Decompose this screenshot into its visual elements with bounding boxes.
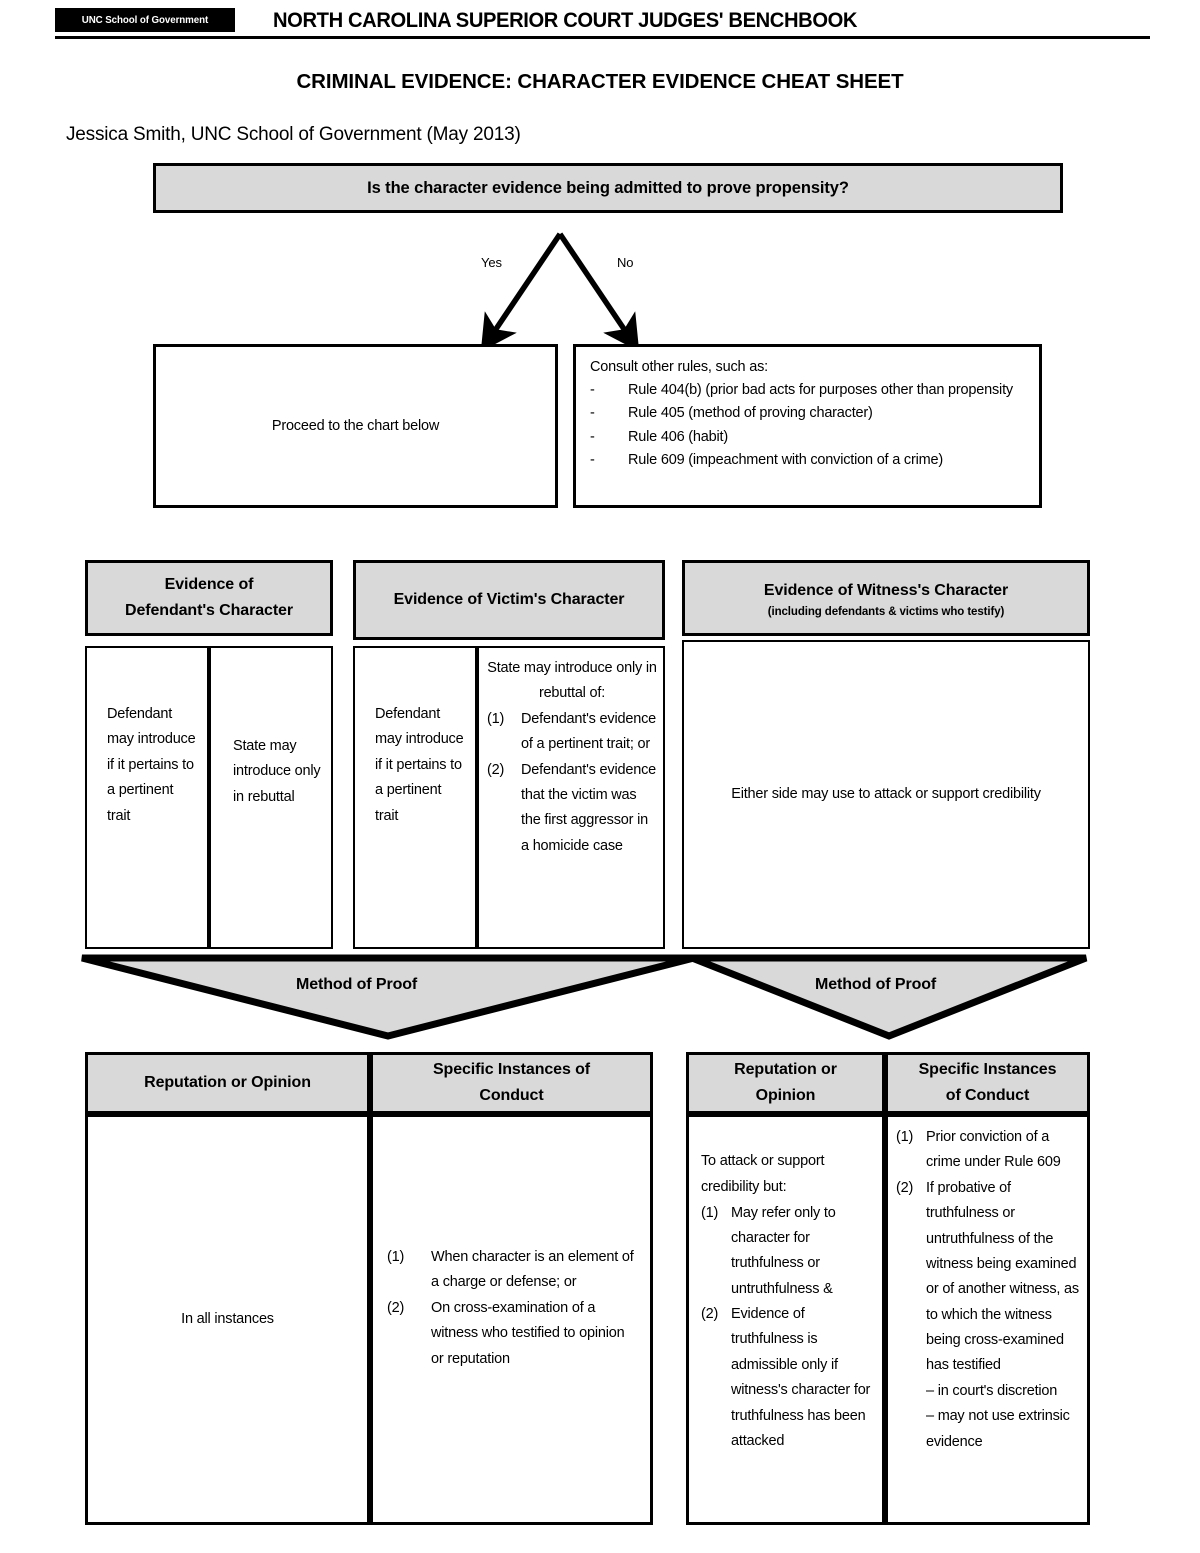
consult-rule-item: - Rule 404(b) (prior bad acts for purpos…: [590, 379, 1029, 402]
list-item: (1) When character is an element of a ch…: [387, 1245, 640, 1296]
list-marker-empty: [896, 1379, 926, 1404]
bullet-dash-icon: -: [590, 382, 595, 398]
benchbook-title: NORTH CAROLINA SUPERIOR COURT JUDGES' BE…: [273, 9, 858, 32]
left-reputation-opinion-header-text: Reputation or Opinion: [144, 1074, 311, 1092]
unc-sog-logo-text: UNC School of Government: [81, 14, 209, 26]
right-reputation-opinion-header-line2: Opinion: [755, 1087, 816, 1104]
right-specific-instances-cell: (1) Prior conviction of a crime under Ru…: [885, 1114, 1090, 1525]
list-marker: (2): [701, 1306, 719, 1323]
consult-rule-item: - Rule 405 (method of proving character): [590, 402, 1029, 425]
list-item-dash: – may not use extrinsic evidence: [896, 1404, 1081, 1455]
victim-defendant-may-introduce-cell: Defendant may introduce if it pertains t…: [353, 646, 477, 949]
right-reputation-opinion-cell: To attack or support credibility but: (1…: [686, 1114, 885, 1525]
method-of-proof-label-left: Method of Proof: [296, 976, 418, 993]
right-specific-instances-header-line1: Specific Instances: [918, 1061, 1057, 1079]
witness-header-subtext: (including defendants & victims who test…: [767, 606, 1005, 619]
list-item: (2) Evidence of truthfulness is admissib…: [701, 1302, 874, 1454]
left-specific-instances-header-line2: Conduct: [479, 1087, 544, 1104]
witness-credibility-cell: Either side may use to attack or support…: [682, 640, 1090, 949]
branch-arrows: [480, 232, 640, 352]
dash-note-text: – in court's discretion: [926, 1382, 1058, 1399]
witness-credibility-text: Either side may use to attack or support…: [731, 785, 1041, 802]
right-specific-instances-header-line2: of Conduct: [945, 1087, 1030, 1104]
list-item: (1) Prior conviction of a crime under Ru…: [896, 1125, 1081, 1176]
proceed-to-chart-box: Proceed to the chart below: [153, 344, 558, 508]
list-text: Defendant's evidence of a pertinent trai…: [521, 710, 657, 753]
left-reputation-opinion-header: Reputation or Opinion: [85, 1052, 370, 1114]
victim-state-rebuttal-cell: State may introduce only in rebuttal of:…: [477, 646, 665, 949]
defendant-may-introduce-cell: Defendant may introduce if it pertains t…: [85, 646, 209, 949]
list-marker: (1): [701, 1204, 719, 1221]
state-rebuttal-cell: State may introduce only in rebuttal: [209, 646, 333, 949]
list-item-dash: – in court's discretion: [896, 1379, 1081, 1404]
list-text: Evidence of truthfulness is admissible o…: [731, 1306, 871, 1449]
propensity-question-box: Is the character evidence being admitted…: [153, 163, 1063, 213]
list-marker: (1): [387, 1249, 405, 1265]
consult-rule-text: Rule 405 (method of proving character): [628, 405, 873, 422]
consult-rule-text: Rule 404(b) (prior bad acts for purposes…: [628, 382, 1013, 398]
left-reputation-opinion-text: In all instances: [181, 1310, 274, 1327]
consult-rule-item: - Rule 406 (habit): [590, 426, 1029, 449]
right-reputation-lead: To attack or support credibility but:: [701, 1153, 825, 1195]
header-divider-rule: [55, 36, 1150, 39]
defendant-header-line1: Evidence of: [164, 575, 254, 593]
list-item: (2) If probative of truthfulness or untr…: [896, 1176, 1081, 1379]
state-rebuttal-text: State may introduce only in rebuttal: [233, 738, 321, 805]
consult-rule-item: - Rule 609 (impeachment with conviction …: [590, 449, 1029, 472]
consult-lead-text: Consult other rules, such as:: [590, 359, 768, 375]
left-specific-instances-header: Specific Instances of Conduct: [370, 1052, 653, 1114]
list-text: Defendant's evidence that the victim was…: [521, 761, 657, 854]
branch-label-yes: Yes: [481, 255, 502, 270]
consult-other-rules-box: Consult other rules, such as: - Rule 404…: [573, 344, 1042, 508]
left-specific-instances-cell: (1) When character is an element of a ch…: [370, 1114, 653, 1525]
bullet-dash-icon: -: [590, 405, 595, 422]
list-marker: (2): [487, 761, 505, 778]
method-of-proof-label-right: Method of Proof: [815, 976, 937, 993]
list-item: (1) Defendant's evidence of a pertinent …: [487, 707, 657, 758]
defendant-may-introduce-text: Defendant may introduce if it pertains t…: [107, 706, 196, 824]
victim-defendant-may-introduce-text: Defendant may introduce if it pertains t…: [375, 706, 464, 824]
defendant-header-line2: Defendant's Character: [125, 602, 293, 619]
list-text: Prior conviction of a crime under Rule 6…: [926, 1129, 1061, 1171]
list-marker-empty: [896, 1404, 926, 1455]
victim-character-header: Evidence of Victim's Character: [353, 560, 665, 640]
victim-rebuttal-lead: State may introduce only in rebuttal of:: [487, 660, 657, 702]
consult-rule-text: Rule 609 (impeachment with conviction of…: [628, 452, 943, 469]
list-text: May refer only to character for truthful…: [731, 1204, 836, 1297]
byline: Jessica Smith, UNC School of Government …: [66, 124, 521, 145]
dash-note-text: – may not use extrinsic evidence: [926, 1408, 1070, 1450]
page-title: CRIMINAL EVIDENCE: CHARACTER EVIDENCE CH…: [296, 70, 904, 93]
right-reputation-opinion-header-line1: Reputation or: [734, 1061, 837, 1079]
list-marker: (2): [387, 1299, 405, 1316]
page-header: UNC School of Government NORTH CAROLINA …: [55, 8, 1150, 40]
defendant-character-header: Evidence of Defendant's Character: [85, 560, 333, 636]
propensity-question-text: Is the character evidence being admitted…: [367, 178, 849, 197]
victim-state-rebuttal-body: State may introduce only in rebuttal of:…: [479, 648, 663, 859]
victim-header-text: Evidence of Victim's Character: [393, 590, 625, 608]
victim-rebuttal-list: (1) Defendant's evidence of a pertinent …: [487, 707, 657, 859]
right-reputation-opinion-header: Reputation or Opinion: [686, 1052, 885, 1114]
bullet-dash-icon: -: [590, 428, 595, 445]
list-item: (1) May refer only to character for trut…: [701, 1201, 874, 1303]
witness-character-header: Evidence of Witness's Character (includi…: [682, 560, 1090, 636]
list-marker: (1): [896, 1129, 914, 1145]
witness-header-text: Evidence of Witness's Character: [763, 581, 1009, 599]
left-specific-instances-header-line1: Specific Instances of: [432, 1061, 591, 1079]
method-of-proof-chevron-left: [78, 953, 698, 1041]
bullet-dash-icon: -: [590, 452, 595, 469]
list-text: If probative of truthfulness or untruthf…: [926, 1179, 1079, 1374]
list-marker: (2): [896, 1179, 914, 1196]
unc-sog-logo: UNC School of Government: [55, 8, 235, 32]
list-marker: (1): [487, 710, 505, 727]
method-of-proof-chevron-right: [688, 953, 1090, 1041]
list-item: (2) Defendant's evidence that the victim…: [487, 758, 657, 860]
right-specific-instances-header: Specific Instances of Conduct: [885, 1052, 1090, 1114]
consult-rule-text: Rule 406 (habit): [628, 428, 728, 445]
list-text: When character is an element of a charge…: [431, 1249, 634, 1291]
list-text: On cross-examination of a witness who te…: [431, 1299, 625, 1367]
list-item: (2) On cross-examination of a witness wh…: [387, 1296, 640, 1372]
left-reputation-opinion-cell: In all instances: [85, 1114, 370, 1525]
proceed-to-chart-text: Proceed to the chart below: [271, 418, 440, 434]
branch-label-no: No: [617, 255, 634, 270]
